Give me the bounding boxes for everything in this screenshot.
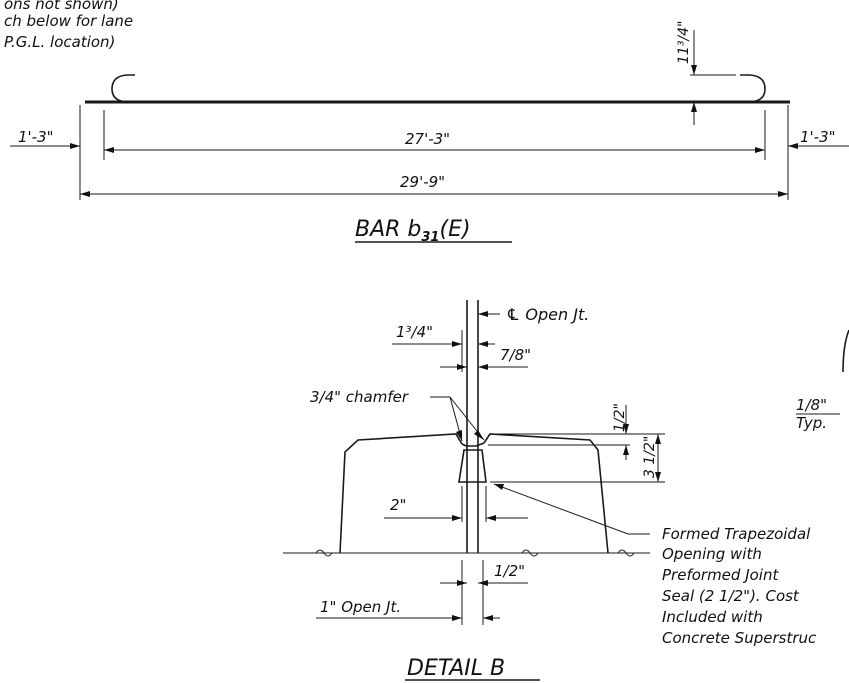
- side-typ-label: Typ.: [796, 414, 827, 432]
- arrowhead: [452, 341, 462, 347]
- arrowhead: [457, 364, 467, 370]
- arrowhead: [778, 191, 788, 197]
- right-hook: [740, 74, 766, 103]
- arrowhead: [691, 102, 697, 112]
- arrowhead: [486, 515, 496, 521]
- dim-2-label: 2": [390, 496, 406, 514]
- arrowhead: [478, 311, 488, 317]
- bar-b31: 11³/4" 1'-3" 27'-3" 1'-3" 29'-9" BAR b31…: [10, 21, 849, 245]
- arrowhead: [474, 430, 484, 440]
- note-line-1: ons not shown): [4, 0, 119, 13]
- arrowhead: [483, 615, 493, 621]
- arrowhead: [494, 484, 504, 490]
- arrowhead: [478, 364, 488, 370]
- arrowhead: [691, 65, 697, 75]
- dim-mid-label: 27'-3": [405, 130, 450, 148]
- left-slab: [339, 433, 463, 554]
- arrowhead: [80, 191, 90, 197]
- break-mark-mid: [521, 549, 539, 557]
- seal-note: Formed Trapezoidal Opening with Preforme…: [662, 525, 817, 647]
- arrowhead: [104, 147, 114, 153]
- note-line-3: P.G.L. location): [4, 33, 115, 51]
- arrowhead: [478, 580, 488, 586]
- dim-312-label: 3 1/2": [642, 436, 658, 478]
- right-slab: [483, 433, 609, 554]
- arrowhead: [788, 143, 798, 149]
- break-mark-left: [315, 549, 333, 557]
- dim-right-label: 1'-3": [800, 128, 836, 146]
- break-mark-right: [617, 549, 635, 557]
- chamfer-top: [461, 442, 485, 447]
- arrowhead: [452, 615, 462, 621]
- side-dim-label: 1/8": [796, 396, 827, 414]
- left-hook: [111, 74, 135, 103]
- dim-half-top-label: 1/2": [612, 403, 628, 432]
- dim-134-label: 1³/4": [396, 323, 433, 341]
- hook-dim-label: 11³/4": [676, 21, 692, 65]
- arrowhead: [456, 430, 462, 441]
- chamfer-label: 3/4" chamfer: [310, 388, 409, 406]
- arrowhead: [478, 341, 488, 347]
- arrowhead: [70, 143, 80, 149]
- arrowhead: [755, 147, 765, 153]
- arrowhead: [655, 472, 661, 482]
- arrowhead: [623, 424, 629, 434]
- dim-78-label: 7/8": [500, 346, 531, 364]
- side-fragment-curve: [842, 329, 849, 373]
- dim-half-b-label: 1/2": [494, 562, 525, 580]
- bar-title: BAR b31(E): [355, 217, 471, 245]
- detail-title: DETAIL B: [407, 656, 505, 681]
- dim-total-label: 29'-9": [400, 173, 445, 191]
- arrowhead: [452, 515, 462, 521]
- dim-left-label: 1'-3": [18, 128, 54, 146]
- note-line-2: ch below for lane: [4, 12, 133, 30]
- seal-leader: [493, 483, 650, 535]
- trapezoidal-seal: [458, 449, 487, 483]
- arrowhead: [623, 445, 629, 455]
- cl-label: ℄ Open Jt.: [506, 305, 589, 324]
- arrowhead: [457, 580, 467, 586]
- detail-b: ℄ Open Jt. 1³/4" 7/8" 3/4" chamfer 1/2": [283, 300, 849, 681]
- arrowhead: [655, 434, 661, 444]
- open-jt-label: 1" Open Jt.: [320, 598, 401, 616]
